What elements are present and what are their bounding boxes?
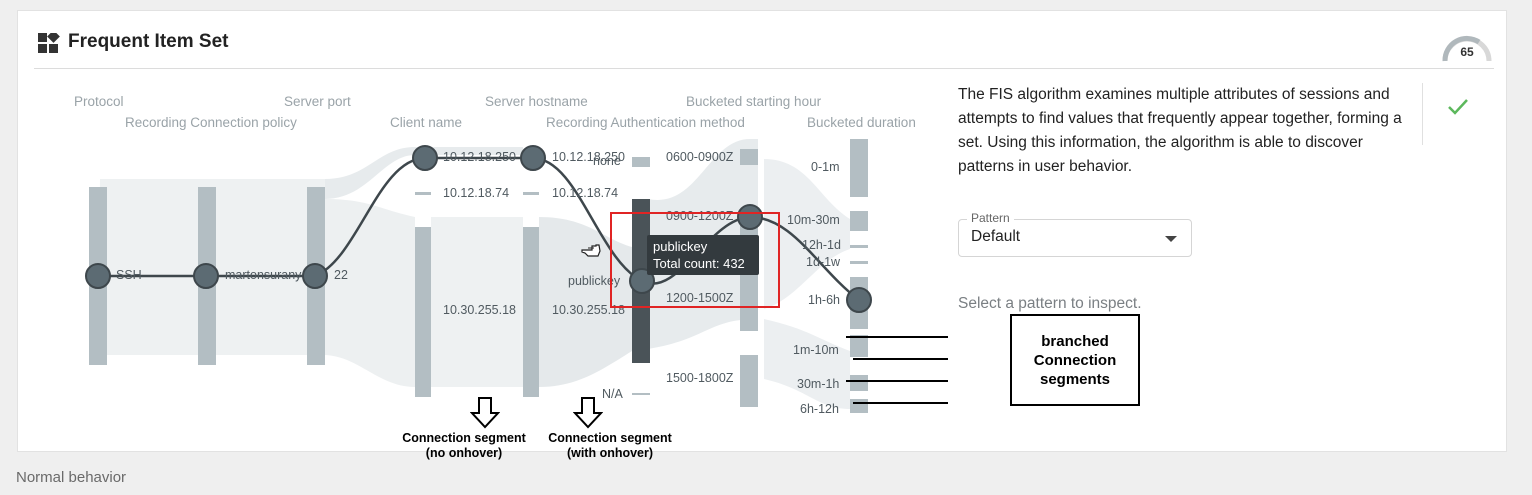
node-policy — [193, 263, 219, 289]
label-dur-1: 0-1m — [811, 160, 840, 174]
dashboard-widgets-icon — [38, 33, 60, 53]
tooltip-count: Total count: 432 — [653, 256, 745, 271]
bar-dur-2 — [850, 211, 868, 231]
frequent-item-set-card: Frequent Item Set 65 — [17, 10, 1507, 460]
annotation-line: branched — [1041, 332, 1109, 350]
label-dur-4: 1d-1w — [806, 255, 841, 269]
header-client-name: Client name — [390, 115, 463, 130]
bar-dur-1 — [850, 139, 868, 197]
node-client — [412, 145, 438, 171]
bar-client-2 — [415, 192, 431, 195]
label-host-2: 10.12.18.74 — [552, 186, 619, 200]
node-host — [520, 145, 546, 171]
status-divider — [1422, 83, 1423, 145]
label-client-2: 10.12.18.74 — [443, 186, 510, 200]
header-divider — [34, 68, 1494, 69]
bar-dur-4 — [850, 261, 868, 264]
bar-host-2 — [523, 192, 539, 195]
annotation-line: Connection segment — [548, 431, 672, 445]
bar-hour-4 — [740, 355, 758, 407]
annotation-line: segments — [1039, 370, 1111, 388]
score-value: 65 — [1460, 45, 1474, 59]
bar-auth-na — [632, 393, 650, 395]
path-nodes — [85, 145, 872, 313]
label-auth-none: none — [593, 154, 621, 168]
branch-pointer-lines — [846, 336, 948, 404]
header-starting-hour: Bucketed starting hour — [686, 94, 822, 109]
header-auth-method: Recording Authentication method — [546, 115, 745, 130]
annotation-line: (with onhover) — [566, 446, 654, 460]
bar-host-3 — [523, 227, 539, 397]
sankey-visualization[interactable]: Protocol Recording Connection policy Ser… — [18, 69, 1140, 460]
highlight-frame — [610, 212, 780, 308]
normal-behavior-label: Normal behavior — [16, 469, 127, 486]
bar-client-3 — [415, 227, 431, 397]
label-dur-2: 10m-30m — [787, 213, 840, 227]
header-server-hostname: Server hostname — [485, 94, 588, 109]
header-server-port: Server port — [284, 94, 351, 109]
pattern-value: Default — [971, 228, 1021, 245]
selected-path — [98, 156, 860, 301]
card-header: Frequent Item Set 65 — [18, 11, 1506, 69]
label-auth-na: N/A — [602, 387, 623, 401]
annotation-line: Connection segment — [402, 431, 526, 445]
label-hour-4: 1500-1800Z — [666, 371, 734, 385]
pattern-hint: Select a pattern to inspect. — [958, 295, 1142, 312]
header-policy: Recording Connection policy — [125, 115, 297, 130]
chevron-down-icon[interactable] — [1165, 236, 1177, 242]
bar-dur-3 — [850, 245, 868, 248]
label-client-3: 10.30.255.18 — [443, 303, 516, 317]
bar-hour-3 — [740, 301, 758, 331]
hand-cursor-icon — [581, 244, 601, 257]
label-client-1: 10.12.18.250 — [443, 150, 516, 164]
label-dur-3: 12h-1d — [802, 238, 841, 252]
card-title: Frequent Item Set — [68, 31, 229, 52]
node-tooltip: publickey Total count: 432 — [647, 235, 759, 275]
down-arrow-icon — [470, 397, 500, 429]
label-auth-publickey: publickey — [568, 274, 621, 288]
annotation-branched-segments: branched Connection segments — [1010, 314, 1140, 406]
down-arrow-icon — [573, 397, 603, 429]
node-port — [302, 263, 328, 289]
check-icon — [1448, 99, 1468, 115]
tooltip-label: publickey — [653, 239, 708, 254]
annotation-segment-with-hover: Connection segment (with onhover) — [544, 431, 676, 461]
label-hour-1: 0600-0900Z — [666, 150, 734, 164]
bar-hour-1 — [740, 149, 758, 165]
node-hour — [737, 204, 763, 230]
pattern-select[interactable]: Pattern Default — [958, 211, 1192, 257]
header-duration: Bucketed duration — [807, 115, 916, 130]
side-panel: The FIS algorithm examines multiple attr… — [958, 83, 1428, 383]
pattern-label: Pattern — [967, 211, 1014, 225]
label-host-1: 10.12.18.250 — [552, 150, 625, 164]
annotation-segment-no-hover: Connection segment (no onhover) — [398, 431, 530, 461]
label-dur-7: 30m-1h — [797, 377, 840, 391]
label-dur-8: 6h-12h — [800, 402, 839, 416]
bar-dur-7 — [850, 375, 868, 391]
annotation-line: Connection — [1033, 351, 1117, 369]
label-port: 22 — [334, 268, 348, 282]
annotation-line: (no onhover) — [425, 446, 503, 460]
label-policy: martonsurany — [225, 268, 302, 282]
label-dur-6: 1m-10m — [793, 343, 839, 357]
node-ssh — [85, 263, 111, 289]
fis-description: The FIS algorithm examines multiple attr… — [958, 86, 1402, 175]
label-ssh: SSH — [116, 268, 142, 282]
label-hour-3: 1200-1500Z — [666, 291, 734, 305]
node-auth — [629, 268, 655, 294]
bar-dur-6 — [850, 335, 868, 357]
bar-dur-8 — [850, 399, 868, 413]
score-gauge: 65 — [1441, 31, 1493, 63]
label-dur-5: 1h-6h — [808, 293, 840, 307]
bar-auth-none — [632, 157, 650, 167]
label-host-3: 10.30.255.18 — [552, 303, 625, 317]
header-protocol: Protocol — [74, 94, 124, 109]
sankey-canvas — [85, 139, 948, 413]
gauge-arc-icon — [1442, 35, 1492, 62]
node-duration — [846, 287, 872, 313]
